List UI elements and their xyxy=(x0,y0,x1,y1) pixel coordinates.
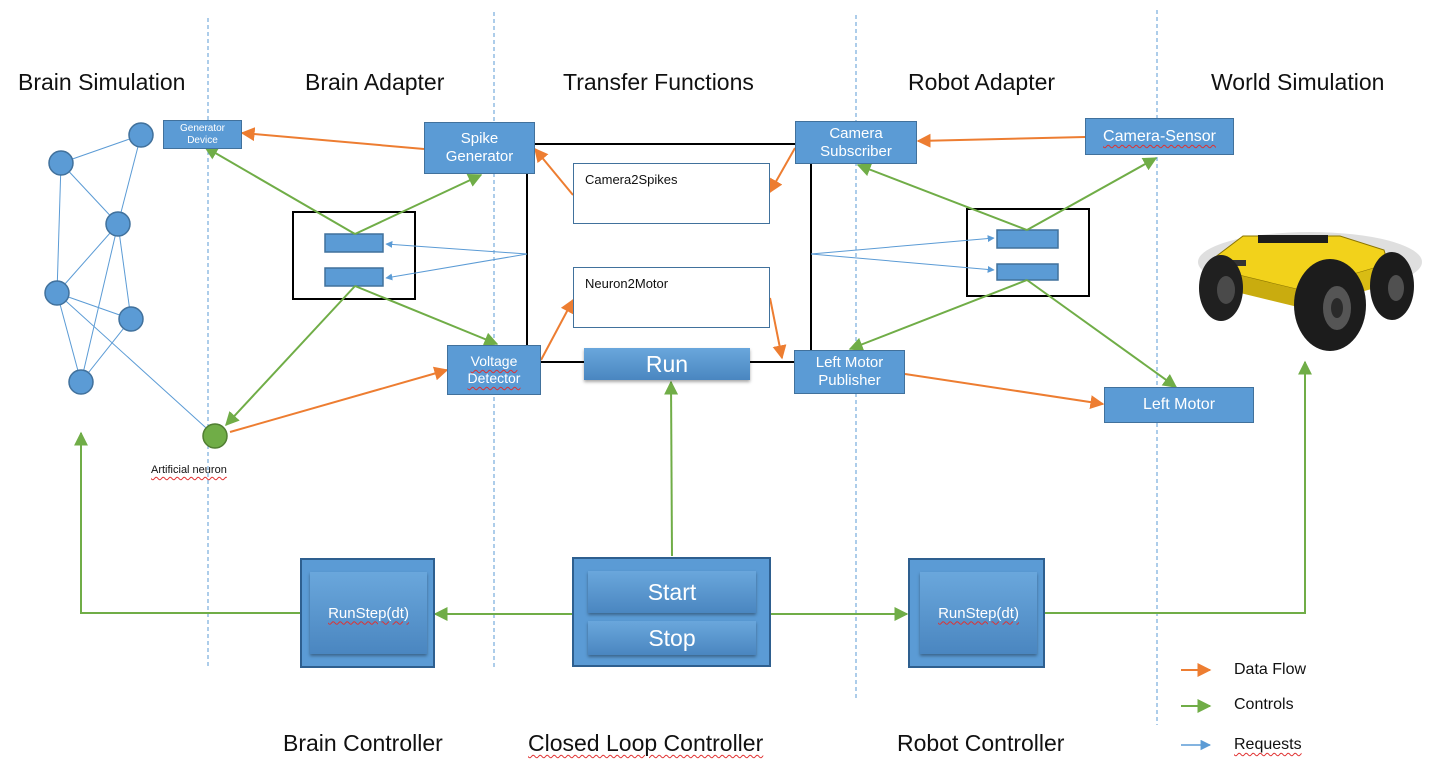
brain-runstep-label: RunStep(dt) xyxy=(328,604,409,622)
legend-arrows xyxy=(1181,663,1212,751)
request-arrows xyxy=(385,235,995,281)
brain-controller-panel: RunStep(dt) xyxy=(300,558,435,668)
camera-sensor-box: Camera-Sensor xyxy=(1085,118,1234,155)
artificial-neuron-node xyxy=(202,423,228,449)
legend-data-flow: Data Flow xyxy=(1234,661,1307,678)
camera2spikes-tf: Camera2Spikes xyxy=(573,163,770,224)
data-flow-arrows xyxy=(229,127,1105,433)
header-transfer-functions: Transfer Functions xyxy=(563,69,754,95)
stop-button[interactable]: Stop xyxy=(588,621,756,655)
voltage-detector-label: Voltage Detector xyxy=(467,353,521,386)
black-connectors xyxy=(292,143,1090,363)
legend-requests: Requests xyxy=(1234,736,1302,753)
header-brain-adapter: Brain Adapter xyxy=(305,69,445,95)
network-edges xyxy=(56,134,216,437)
header-brain-simulation: Brain Simulation xyxy=(18,69,186,95)
camera-sensor-label: Camera-Sensor xyxy=(1103,127,1216,145)
generator-device-box: Generator Device xyxy=(163,120,242,149)
artificial-neuron-label: Artificial neuron xyxy=(151,464,227,476)
left-motor-box: Left Motor xyxy=(1104,387,1254,423)
header-world-simulation: World Simulation xyxy=(1211,69,1385,95)
header-robot-adapter: Robot Adapter xyxy=(908,69,1056,95)
brain-runstep-button[interactable]: RunStep(dt) xyxy=(310,572,427,654)
camera-subscriber-box: Camera Subscriber xyxy=(795,121,917,164)
robot-controller-panel: RunStep(dt) xyxy=(908,558,1045,668)
closed-loop-controller-caption: Closed Loop Controller xyxy=(528,730,764,756)
adapter-slots xyxy=(324,229,1059,287)
legend-controls: Controls xyxy=(1234,696,1294,713)
robot-image xyxy=(1198,232,1422,351)
left-motor-publisher-box: Left Motor Publisher xyxy=(794,350,905,394)
voltage-detector-box: Voltage Detector xyxy=(447,345,541,395)
closed-loop-controller-panel: Start Stop xyxy=(572,557,771,667)
network-nodes xyxy=(44,122,154,395)
spike-generator-box: Spike Generator xyxy=(424,122,535,174)
neuron2motor-tf: Neuron2Motor xyxy=(573,267,770,328)
robot-controller-caption: Robot Controller xyxy=(897,730,1065,756)
control-arrows xyxy=(74,146,1312,621)
robot-runstep-label: RunStep(dt) xyxy=(938,604,1019,622)
brain-controller-caption: Brain Controller xyxy=(283,730,443,756)
start-button[interactable]: Start xyxy=(588,571,756,613)
robot-runstep-button[interactable]: RunStep(dt) xyxy=(920,572,1037,654)
run-button[interactable]: Run xyxy=(584,348,750,380)
